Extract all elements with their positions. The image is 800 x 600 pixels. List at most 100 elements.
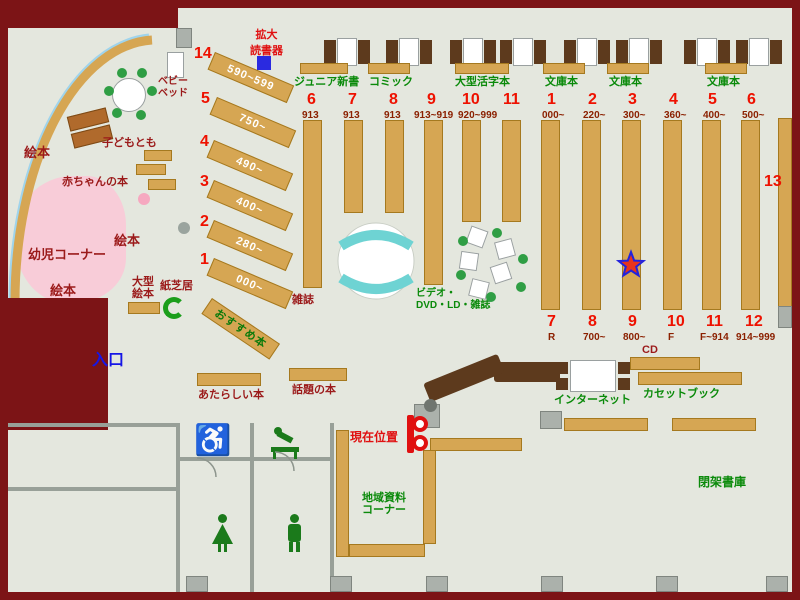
av-corner-label: ビデオ・ DVD・LD・雑誌 xyxy=(416,288,491,311)
kids-chair xyxy=(112,108,122,118)
chair xyxy=(616,40,628,64)
table xyxy=(577,38,597,66)
wall xyxy=(0,592,800,600)
shelf-number-14: 14 xyxy=(194,45,212,62)
kamishibai-label: 紙芝居 xyxy=(160,280,193,292)
genre-label-bunko-2: 文庫本 xyxy=(609,76,642,88)
bookshelf xyxy=(702,120,721,310)
bookshelf xyxy=(582,120,601,310)
chair-dot xyxy=(516,282,526,292)
shelf-number-2: 2 xyxy=(200,213,209,230)
shelf-range: F xyxy=(668,332,675,343)
wall xyxy=(792,0,800,600)
table xyxy=(629,38,649,66)
inner-wall xyxy=(250,423,254,592)
stool-pink xyxy=(138,193,150,205)
chair xyxy=(770,40,782,64)
kids-round-table xyxy=(112,78,146,112)
pillar-round xyxy=(424,399,437,412)
shelf-number: 2 xyxy=(588,91,597,108)
table xyxy=(697,38,717,66)
shelf-number: 6 xyxy=(747,91,756,108)
genre-shelf xyxy=(368,63,410,74)
internet-label: インターネット xyxy=(554,394,631,406)
new-books-shelf xyxy=(197,373,261,386)
table xyxy=(513,38,533,66)
shelf xyxy=(564,418,648,431)
magnifier-reader-label: 拡大 読書器 xyxy=(250,29,283,57)
chair xyxy=(500,40,512,64)
chair xyxy=(556,362,568,374)
shelf-number: 3 xyxy=(628,91,637,108)
current-location-pin-icon xyxy=(407,415,431,453)
shelf-number-3: 3 xyxy=(200,173,209,190)
baby-bed xyxy=(167,52,184,78)
shelf-number: 11 xyxy=(503,91,520,108)
chair xyxy=(450,40,462,64)
shelf-number: 4 xyxy=(669,91,678,108)
topic-books-label: 話題の本 xyxy=(292,384,336,396)
bookshelf xyxy=(344,120,363,213)
infant-corner-label: 幼児コーナー xyxy=(28,247,107,262)
chair xyxy=(358,40,370,64)
pillar xyxy=(541,576,563,592)
inner-wall xyxy=(176,423,180,592)
chair xyxy=(736,40,748,64)
shelf-range: 220~ xyxy=(583,110,606,121)
reading-table-group xyxy=(736,38,782,66)
local-materials-shelf xyxy=(423,450,436,544)
reading-table-group xyxy=(616,38,662,66)
picture-books-label-b: 絵本 xyxy=(114,233,141,248)
wheelchair-icon: ♿ xyxy=(194,424,232,457)
table xyxy=(399,38,419,66)
recommended-books-shelf: おすすめ本 xyxy=(201,298,280,360)
shelf-number: 8 xyxy=(588,313,597,330)
genre-label-junior: ジュニア新書 xyxy=(294,76,360,88)
reading-table-group xyxy=(324,38,370,66)
chair xyxy=(618,362,630,374)
local-materials-shelf xyxy=(349,544,425,557)
shelf-number-5: 5 xyxy=(201,90,210,107)
reading-table-group xyxy=(450,38,496,66)
wall xyxy=(0,0,178,28)
genre-label-large-print: 大型活字本 xyxy=(455,76,510,88)
wall xyxy=(0,298,108,430)
man-icon xyxy=(285,514,305,554)
baby-books-label: 赤ちゃんの本 xyxy=(62,176,128,188)
shelf-number: 10 xyxy=(667,313,685,330)
shelf-range: 700~ xyxy=(583,332,606,343)
shelf-range: 300~ xyxy=(623,110,646,121)
chair-dot xyxy=(456,270,466,280)
genre-shelf xyxy=(705,63,747,74)
shelf-range: 400~ xyxy=(703,110,726,121)
shelf-range: 000~ xyxy=(542,110,565,121)
baby-changing-icon xyxy=(271,427,301,459)
baby-bed-label: ベビー ベッド xyxy=(158,76,188,99)
chair xyxy=(534,40,546,64)
magazines-label: 雑誌 xyxy=(292,294,314,306)
new-books-label: あたらしい本 xyxy=(198,389,264,401)
shelf-range: F~914 xyxy=(700,332,729,343)
shelf-range: 914~999 xyxy=(736,332,776,343)
chair xyxy=(386,40,398,64)
current-location-label: 現在位置 xyxy=(350,430,399,444)
shelf-number: 7 xyxy=(547,313,556,330)
topic-books-shelf xyxy=(289,368,347,381)
woman-icon xyxy=(212,514,234,554)
wall xyxy=(0,0,800,8)
kids-chair xyxy=(136,110,146,120)
shelf-range: 920~999 xyxy=(458,110,498,121)
kids-shelf xyxy=(148,179,176,190)
bookshelf xyxy=(741,120,760,310)
table xyxy=(463,38,483,66)
pillar xyxy=(656,576,678,592)
pillar xyxy=(186,576,208,592)
local-materials-label: 地域資料 コーナー xyxy=(362,492,406,516)
genre-shelf xyxy=(455,63,509,74)
genre-shelf xyxy=(607,63,649,74)
genre-label-bunko-1: 文庫本 xyxy=(545,76,578,88)
shelf-range: 913 xyxy=(384,110,401,121)
reading-table-group xyxy=(500,38,546,66)
shelf-number: 11 xyxy=(706,313,723,330)
